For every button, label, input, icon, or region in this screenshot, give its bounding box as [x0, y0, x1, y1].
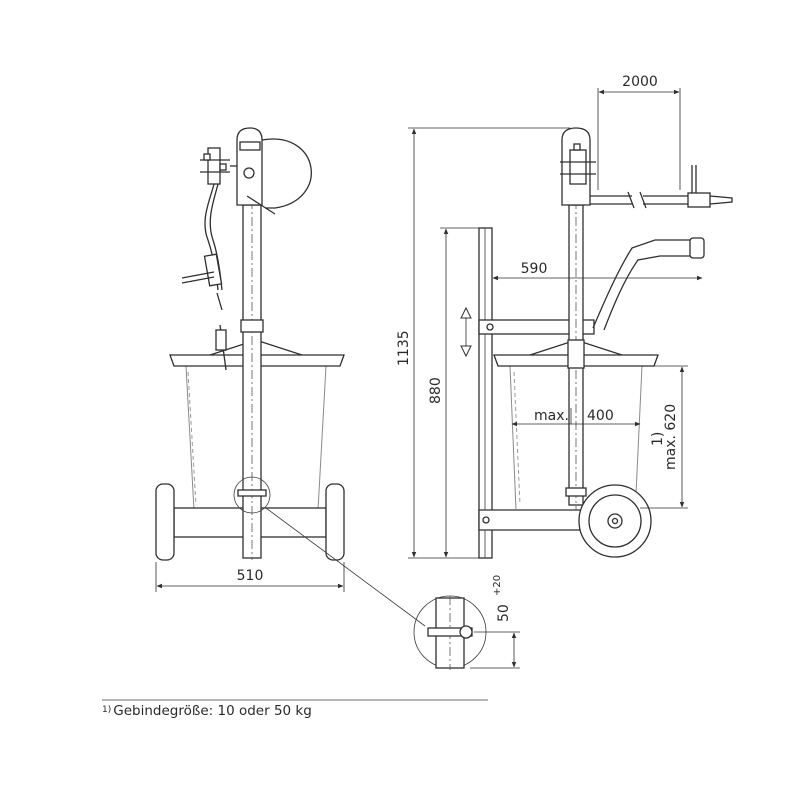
- front-wheel-right: [325, 483, 345, 561]
- side-hose-break-2: [639, 191, 647, 209]
- side-grease-gun: [687, 165, 733, 208]
- side-base-bolt: [482, 516, 490, 524]
- side-view: 2000 590 1135 880 max. 400 max. 620 1): [396, 74, 733, 559]
- dim-container-height-note: 1): [650, 432, 666, 446]
- detail-view: 50 +20: [413, 575, 520, 670]
- side-hose-break-1: [627, 191, 635, 209]
- dim-clamp-adjust: 50: [496, 604, 512, 622]
- front-gun-lever: [181, 271, 215, 279]
- front-gun-lever-2: [181, 276, 215, 284]
- front-hose-outlet: [246, 195, 276, 215]
- dim-total-height: 1135: [396, 330, 412, 366]
- dim-arm-reach: 590: [521, 261, 548, 277]
- footnote-text: Gebindegröße: 10 oder 50 kg: [113, 703, 312, 719]
- front-gun-nozzle: [216, 292, 223, 311]
- side-hose-end: [643, 195, 690, 205]
- front-detail-circle: [233, 476, 271, 514]
- side-container-left: [509, 365, 517, 511]
- side-upper-arm-bolt: [486, 323, 494, 331]
- front-wheel-left: [155, 483, 175, 561]
- dim-clamp-adjust-tolerance: +20: [492, 575, 503, 596]
- dim-hose-length: 2000: [622, 74, 658, 90]
- side-container-right: [635, 365, 643, 495]
- front-column-clamp: [237, 489, 267, 497]
- dim-track-width: 510: [237, 568, 264, 584]
- side-handle-grip: [689, 237, 705, 259]
- side-column-clamp: [565, 487, 587, 497]
- side-wheel-inner: [588, 494, 642, 548]
- front-control-valve: [200, 147, 237, 185]
- dim-container-height: max. 620: [663, 404, 679, 470]
- side-handle-inner: [603, 255, 704, 331]
- footnote-marker: 1): [102, 705, 112, 715]
- front-container-hidden-edge: [187, 371, 197, 506]
- side-pump-valve: [560, 143, 596, 185]
- front-grease-gun: [203, 253, 223, 287]
- front-pump-label: [239, 141, 261, 151]
- front-pump-head: [236, 127, 263, 206]
- front-view: 510: [155, 127, 426, 627]
- side-column-fitting: [567, 339, 585, 369]
- footnote: 1)Gebindegröße: 10 oder 50 kg: [102, 703, 312, 719]
- front-suction-fitting: [215, 329, 227, 351]
- side-wheel-hub: [607, 513, 623, 529]
- dim-container-diameter: 400: [587, 408, 614, 424]
- detail-leader-line: [265, 507, 426, 627]
- detail-clamp-screw: [459, 625, 473, 639]
- side-hose-start: [590, 195, 632, 205]
- side-frame-post: [478, 227, 493, 559]
- height-adjust-arrow-icon: [460, 306, 472, 358]
- dim-column-height: 880: [428, 377, 444, 404]
- dim-container-diameter-prefix: max.: [534, 408, 569, 424]
- front-column-clamp-top: [240, 319, 264, 333]
- front-hose-coil: [261, 138, 312, 209]
- side-container-hidden: [513, 371, 521, 506]
- front-pump-port: [243, 167, 255, 179]
- side-wheel-axle: [611, 517, 619, 525]
